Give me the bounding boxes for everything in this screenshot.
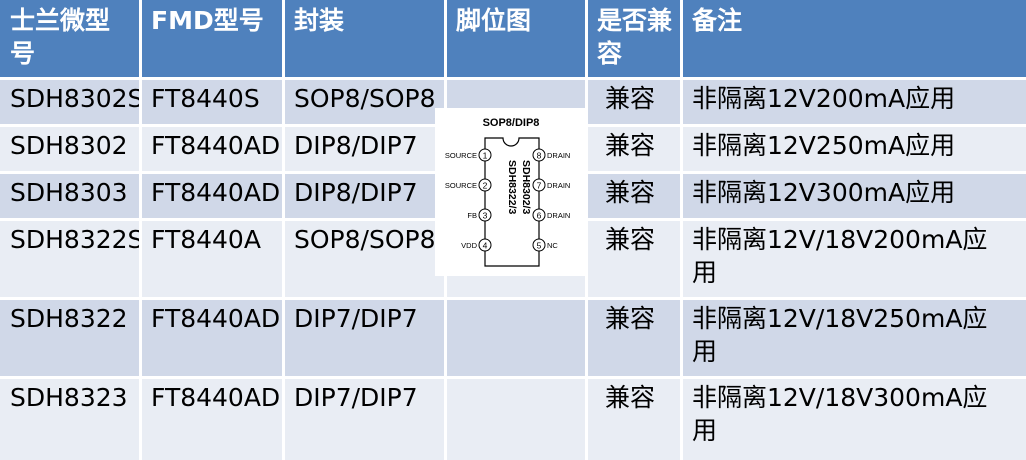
left-pin-2: 2 SOURCE	[445, 178, 492, 192]
row3-fmd-model: FT8440AD	[141, 173, 284, 220]
pin-name: NC	[547, 241, 558, 250]
row4-notes: 非隔离12V/18V200mA应用	[682, 220, 1026, 299]
right-pin-5: 5 NC	[532, 238, 558, 252]
right-pin-8: 8 DRAIN	[532, 148, 570, 162]
row4-compatible: 兼容	[587, 220, 682, 299]
pinout-svg: SOP8/DIP8 SDH8302/3 SDH8322/3 1 SOURCE 2…	[445, 117, 570, 267]
row2-fmd-model: FT8440AD	[141, 126, 284, 173]
row4-fmd-model: FT8440A	[141, 220, 284, 299]
row5-fmd-model: FT8440AD	[141, 299, 284, 378]
row6-notes: 非隔离12V/18V300mA应用	[682, 378, 1026, 460]
grid-line	[139, 0, 142, 460]
row1-compatible: 兼容	[587, 79, 682, 126]
header-notes: 备注	[682, 0, 1026, 79]
row3-package: DIP8/DIP7	[284, 173, 446, 220]
pin-name: DRAIN	[547, 211, 570, 220]
row4-package: SOP8/SOP8	[284, 220, 446, 299]
pin-number: 4	[483, 241, 488, 251]
pin-number: 8	[537, 151, 542, 161]
left-pin-1: 1 SOURCE	[445, 148, 492, 162]
header-package: 封装	[284, 0, 446, 79]
grid-line	[0, 77, 1026, 80]
row6-pinout-cell	[446, 378, 587, 460]
row2-silan-model: SDH8302	[0, 126, 141, 173]
row5-compatible: 兼容	[587, 299, 682, 378]
grid-line	[0, 297, 1026, 300]
row6-package: DIP7/DIP7	[284, 378, 446, 460]
row1-silan-model: SDH8302S	[0, 79, 141, 126]
pin-number: 5	[537, 241, 542, 251]
header-silan-model: 士兰微型号	[0, 0, 141, 79]
row6-silan-model: SDH8323	[0, 378, 141, 460]
row3-silan-model: SDH8303	[0, 173, 141, 220]
header-pinout: 脚位图	[446, 0, 587, 79]
chip-body	[484, 137, 540, 267]
row5-pinout-cell	[446, 299, 587, 378]
pin-number: 1	[483, 151, 488, 161]
pinout-diagram: SOP8/DIP8 SDH8302/3 SDH8322/3 1 SOURCE 2…	[435, 108, 588, 276]
row2-compatible: 兼容	[587, 126, 682, 173]
right-pin-7: 7 DRAIN	[532, 178, 570, 192]
pin-number: 3	[483, 211, 488, 221]
left-pin-3: 3 FB	[467, 208, 492, 222]
row2-package: DIP8/DIP7	[284, 126, 446, 173]
pin-name: DRAIN	[547, 181, 570, 190]
left-pin-4: 4 VDD	[461, 238, 492, 252]
row6-compatible: 兼容	[587, 378, 682, 460]
part-number-2: SDH8322/3	[506, 160, 518, 214]
row3-notes: 非隔离12V300mA应用	[682, 173, 1026, 220]
pin-name: FB	[467, 211, 477, 220]
pin-number: 6	[537, 211, 542, 221]
row1-fmd-model: FT8440S	[141, 79, 284, 126]
pin-number: 2	[483, 181, 488, 191]
grid-line	[680, 0, 683, 460]
right-pin-6: 6 DRAIN	[532, 208, 570, 222]
header-fmd-model: FMD型号	[141, 0, 284, 79]
row5-silan-model: SDH8322	[0, 299, 141, 378]
pinout-title: SOP8/DIP8	[483, 117, 540, 129]
row5-notes: 非隔离12V/18V250mA应用	[682, 299, 1026, 378]
grid-line	[0, 376, 1026, 379]
header-compatible: 是否兼容	[587, 0, 682, 79]
part-number-1: SDH8302/3	[520, 160, 532, 214]
row5-package: DIP7/DIP7	[284, 299, 446, 378]
row3-compatible: 兼容	[587, 173, 682, 220]
row6-fmd-model: FT8440AD	[141, 378, 284, 460]
grid-line	[282, 0, 285, 460]
row2-notes: 非隔离12V250mA应用	[682, 126, 1026, 173]
pin-number: 7	[537, 181, 542, 191]
pin-name: DRAIN	[547, 151, 570, 160]
pin-name: SOURCE	[445, 181, 477, 190]
pin-name: SOURCE	[445, 151, 477, 160]
row4-silan-model: SDH8322S	[0, 220, 141, 299]
row1-package: SOP8/SOP8	[284, 79, 446, 126]
row1-notes: 非隔离12V200mA应用	[682, 79, 1026, 126]
pin-name: VDD	[461, 241, 477, 250]
